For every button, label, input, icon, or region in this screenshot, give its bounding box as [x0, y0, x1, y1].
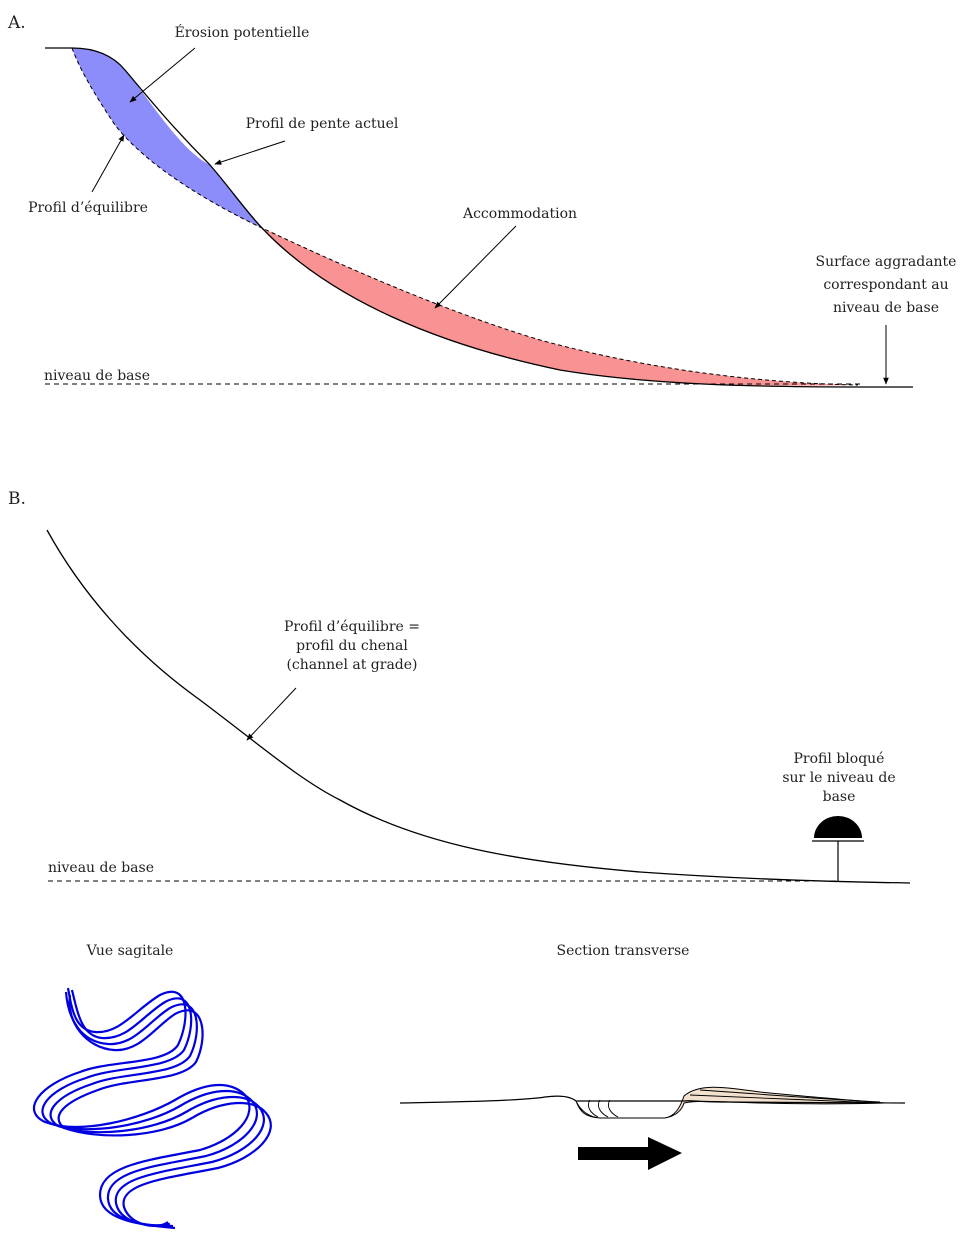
aggrading-label-2: correspondant au — [823, 277, 948, 293]
blocked-dome-icon — [814, 816, 862, 838]
blocked-label-2: sur le niveau de — [782, 770, 895, 786]
accommodation-area — [262, 228, 858, 386]
aggrading-label-1: Surface aggradante — [816, 254, 957, 270]
blocked-label-3: base — [823, 789, 856, 805]
current-slope-profile — [45, 47, 913, 388]
panel-b-letter: B. — [8, 489, 26, 509]
channel-label-3: (channel at grade) — [286, 657, 417, 673]
aggrading-label-3: niveau de base — [833, 300, 939, 316]
erosion-arrow — [129, 47, 196, 103]
channel-label-1: Profil d’équilibre = — [284, 619, 420, 635]
ground-surface — [399, 1095, 906, 1104]
sagittal-title: Vue sagitale — [86, 943, 174, 959]
meander-loops — [32, 987, 272, 1230]
accommodation-label: Accommodation — [462, 206, 577, 222]
flow-arrow-icon — [578, 1137, 682, 1170]
base-level-label-b: niveau de base — [48, 860, 154, 876]
blocked-label-1: Profil bloqué — [794, 751, 885, 767]
channel-profile — [46, 529, 911, 884]
erosion-area — [72, 48, 262, 228]
equilibrium-arrow — [91, 134, 125, 193]
base-level-label-a: niveau de base — [44, 368, 150, 384]
panel-a-letter: A. — [7, 13, 26, 33]
current-profile-label: Profil de pente actuel — [246, 116, 399, 132]
equilibrium-label: Profil d’équilibre — [28, 200, 148, 216]
channel-arrow — [246, 687, 297, 741]
transverse-title: Section transverse — [557, 943, 690, 959]
current-profile-arrow — [214, 140, 286, 165]
accommodation-arrow — [434, 225, 517, 309]
channel-label-2: profil du chenal — [296, 638, 408, 654]
erosion-label: Érosion potentielle — [175, 23, 310, 41]
